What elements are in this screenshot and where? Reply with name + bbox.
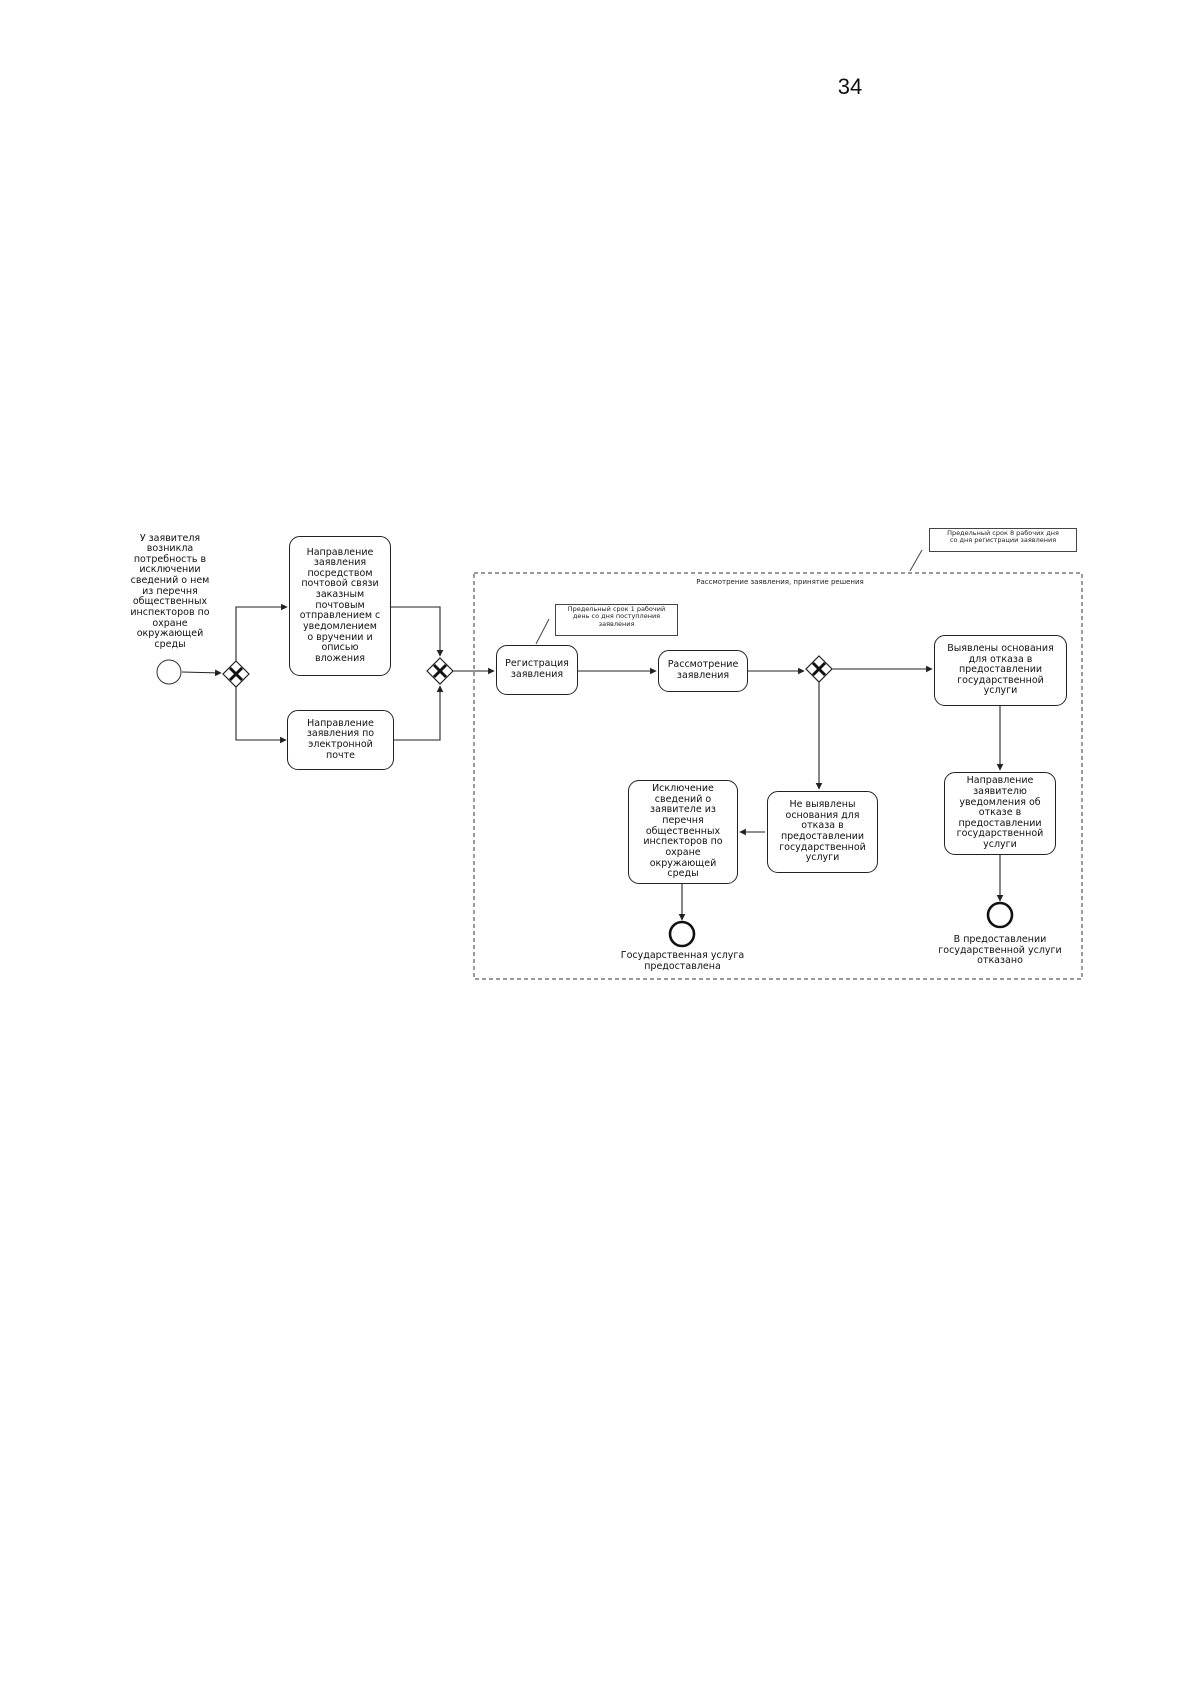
task-notify-refusal: Направление заявителю уведомления об отк… bbox=[944, 772, 1056, 855]
end-event-label-provided: Государственная услуга предоставлена bbox=[620, 950, 745, 972]
decision-group-frame bbox=[473, 572, 1083, 980]
start-event-label: У заявителя возникла потребность в исклю… bbox=[130, 532, 210, 650]
annotation-registration-term: Предельный срок 1 рабочий день со дня по… bbox=[555, 604, 678, 636]
page-number: 34 bbox=[837, 74, 863, 99]
x-gateway-icon bbox=[805, 655, 833, 683]
task-review-application: Рассмотрение заявления bbox=[658, 650, 748, 692]
flow-mail-to-gateway bbox=[391, 606, 444, 657]
task-register-application: Регистрация заявления bbox=[496, 645, 578, 695]
flow-start-to-gateway bbox=[181, 669, 222, 677]
end-event-icon bbox=[668, 920, 696, 948]
task-no-grounds: Не выявлены основания для отказа в предо… bbox=[767, 791, 878, 873]
flow-email-to-gateway bbox=[394, 685, 444, 741]
annotation-connector bbox=[909, 549, 923, 572]
x-gateway-icon bbox=[426, 657, 454, 685]
task-mail-submission: Направление заявления посредством почтов… bbox=[289, 536, 391, 676]
end-event-label-refused: В предоставлении государственной услуги … bbox=[938, 934, 1062, 967]
task-email-submission: Направление заявления по электронной поч… bbox=[287, 710, 394, 770]
annotation-connector bbox=[535, 618, 550, 645]
end-event-icon bbox=[986, 901, 1014, 929]
start-event-icon bbox=[156, 659, 182, 685]
flow-gateway-to-email bbox=[235, 687, 287, 744]
x-gateway-icon bbox=[222, 660, 250, 688]
flow-gateway-to-mail bbox=[235, 603, 288, 661]
task-exclude-applicant: Исключение сведений о заявителе из переч… bbox=[628, 780, 738, 884]
annotation-decision-term: Предельный срок 8 рабочих дня со дня рег… bbox=[929, 528, 1077, 552]
group-label: Рассмотрение заявления, принятие решения bbox=[696, 578, 864, 586]
task-grounds-found: Выявлены основания для отказа в предоста… bbox=[934, 635, 1067, 706]
